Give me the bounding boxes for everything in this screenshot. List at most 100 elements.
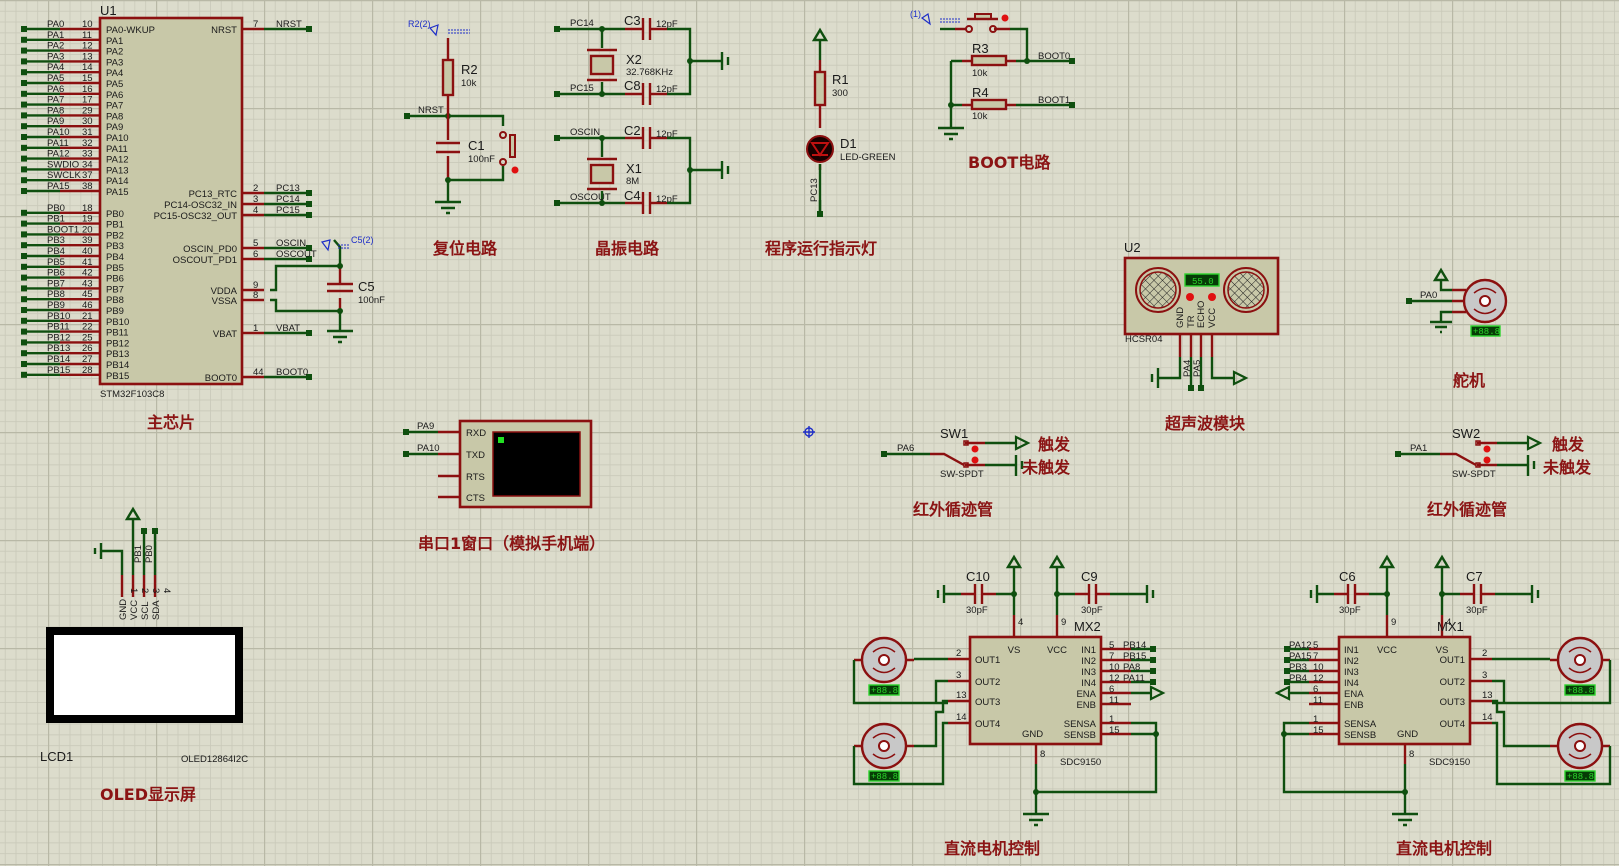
r2-resistor[interactable] <box>441 58 455 97</box>
u2-pin-vcc: VCC <box>1207 308 1218 328</box>
u1-net-label: PA1 <box>47 30 64 41</box>
net-terminal <box>306 26 312 32</box>
virtual-terminal[interactable]: PA9 PA10 RXD TXD RTS CTS <box>403 419 593 509</box>
in-pin-number: 11 <box>1109 695 1119 706</box>
servo-motor[interactable]: PA0 +88.8 <box>1406 267 1508 337</box>
x2-ref: X2 <box>626 52 642 67</box>
increment-button[interactable] <box>1208 293 1216 301</box>
u1-pin-number: 5 <box>253 238 258 249</box>
driver-body[interactable] <box>1337 635 1472 746</box>
boot-circuit[interactable]: (1) R3 10k R4 10k BOOT0 BOOT1 <box>910 9 1075 141</box>
distance-value: 55.0 <box>1192 277 1214 287</box>
u1-pin-number: 14 <box>82 62 93 73</box>
reset-circuit[interactable]: R2(2) R2 10k NRST C1 100nF <box>404 19 519 215</box>
in-net-label: PB4 <box>1289 673 1307 684</box>
section-reset: 复位电路 <box>432 239 498 258</box>
u1-pin-number: 8 <box>253 290 258 301</box>
switch-up-button[interactable] <box>971 445 979 453</box>
r4-value: 10k <box>972 111 988 122</box>
net-terminal <box>21 188 27 194</box>
u1-net-label: PB6 <box>47 268 65 279</box>
u1-pin-name: PB2 <box>106 230 124 241</box>
power-icon <box>1005 554 1023 569</box>
section-uart: 串口1窗口（模拟手机端） <box>418 534 605 553</box>
net-terminal <box>21 26 27 32</box>
u1-pin-name: PA4 <box>106 68 123 79</box>
r3-resistor[interactable] <box>970 54 1008 67</box>
c8-value: 12pF <box>656 84 678 95</box>
u1-net-label: PB14 <box>47 354 70 365</box>
dc-motor[interactable]: +88.8 <box>854 636 914 696</box>
capacitor-icon <box>1460 584 1495 604</box>
u1-net-label: VBAT <box>276 323 300 334</box>
cap-value: 30pF <box>1081 605 1103 616</box>
u1-pin-number: 44 <box>253 367 264 378</box>
pa9-net: PA9 <box>417 421 434 432</box>
motor-speed-display <box>868 684 900 696</box>
crystal-8m[interactable]: OSCIN OSCOUT X1 8M C2 12pF C4 12pF <box>554 123 730 214</box>
motor-speed-value: +88.8 <box>1567 686 1594 696</box>
r4-resistor[interactable] <box>970 98 1008 111</box>
switch-up-button[interactable] <box>1483 445 1491 453</box>
nrst-net-label: NRST <box>418 105 444 116</box>
terminal-screen[interactable] <box>492 431 581 497</box>
u1-pin-name: PB1 <box>106 220 124 231</box>
c5-capacitor[interactable]: C5(2) C5 100nF <box>270 235 385 344</box>
u1-pin-name: PB6 <box>106 274 124 285</box>
run-led-circuit[interactable]: R1 300 D1 LED-GREEN PC13 <box>806 27 896 217</box>
u1-net-label: PA3 <box>47 51 64 62</box>
r1-resistor[interactable] <box>813 70 827 107</box>
c5-value: 100nF <box>358 295 385 306</box>
section-boot: BOOT电路 <box>968 153 1051 172</box>
section-main-chip: 主芯片 <box>147 413 195 432</box>
ir-switch-1[interactable]: SW1 PA6 SW-SPDT 触发 未触发 <box>881 426 1071 480</box>
ir-switch-2[interactable]: SW2 PA1 SW-SPDT 触发 未触发 <box>1395 426 1592 480</box>
u1-pin-name: PB11 <box>106 328 129 339</box>
gnd-label: GND <box>1397 729 1418 740</box>
dc-motor[interactable]: +88.8 <box>1550 636 1610 696</box>
oled-display[interactable]: PB1 PB0 1 2 3 4 GND VCC SCL SDA LCD1 OLE… <box>40 506 248 765</box>
ultrasonic-module[interactable]: U2 55.0 GND TR ECHO VCC HCSR04 PA4 PA5 <box>1123 240 1280 391</box>
r2-ref: R2 <box>461 62 478 77</box>
out-pin-number: 14 <box>1482 712 1493 723</box>
u1-pin-number: 9 <box>253 280 258 291</box>
cap-wire <box>936 585 1014 603</box>
in-net-label: PB15 <box>1123 651 1146 662</box>
switch-down-button[interactable] <box>1483 456 1491 464</box>
dc-motor[interactable]: +88.8 <box>854 722 914 782</box>
c3-value: 12pF <box>656 19 678 30</box>
vcc-label: VCC <box>1047 645 1067 656</box>
crystal-32k[interactable]: PC14 PC15 X2 32.768KHz C3 12pF C8 12pF <box>554 13 730 105</box>
gnd-label: GND <box>1022 729 1043 740</box>
u1-pin-name: PA0-WKUP <box>106 25 155 36</box>
u1-pin-name: PB3 <box>106 241 124 252</box>
net-terminal <box>306 201 312 207</box>
led-green-icon[interactable] <box>806 135 834 163</box>
u1-body[interactable] <box>98 16 244 386</box>
power-pin <box>1012 615 1059 637</box>
u1-pin-name: PA11 <box>106 144 128 155</box>
u1-net-label: PB4 <box>47 246 65 257</box>
u1-net-label: PA7 <box>47 95 64 106</box>
sw1-part: SW-SPDT <box>940 469 984 480</box>
in-pin-name: IN3 <box>1344 667 1359 678</box>
terminal-cursor <box>498 437 504 443</box>
u1-net-label: PA8 <box>47 105 64 116</box>
u1-net-label: PA12 <box>47 149 70 160</box>
oled-pin-vcc: VCC <box>129 600 140 620</box>
oled-pin-num: 1 <box>128 588 139 593</box>
u1-pin-name: PB5 <box>106 263 124 274</box>
reset-pushbutton[interactable] <box>499 131 519 174</box>
u1-net-label: PA11 <box>47 138 69 149</box>
pc14-net: PC14 <box>570 18 594 29</box>
u1-pin-number: 33 <box>82 149 93 160</box>
dc-motor[interactable]: +88.8 <box>1550 722 1610 782</box>
decrement-button[interactable] <box>1186 293 1194 301</box>
switch-down-button[interactable] <box>971 456 979 464</box>
net-terminal <box>21 296 27 303</box>
net-terminal <box>306 212 312 218</box>
